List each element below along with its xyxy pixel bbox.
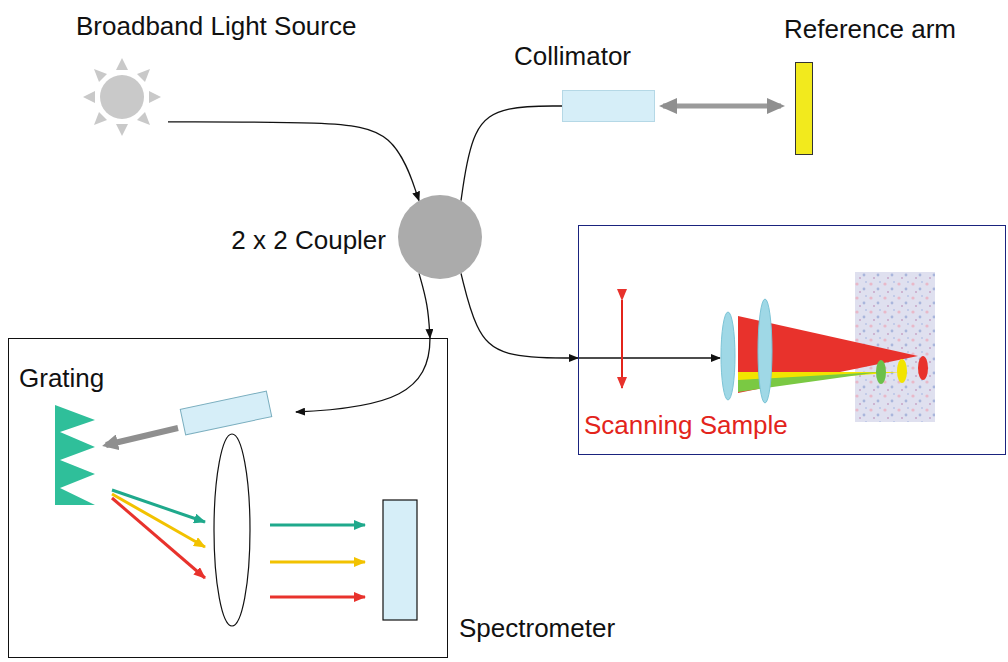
collimator: Collimator bbox=[562, 90, 655, 122]
drawing-part bbox=[83, 91, 95, 103]
optical-fiber bbox=[461, 106, 562, 201]
drawing-part bbox=[270, 596, 365, 599]
reference-path-arrow bbox=[663, 104, 781, 109]
node-label: Grating bbox=[19, 363, 104, 393]
light-source-icon bbox=[83, 58, 161, 136]
drawing-part bbox=[214, 434, 250, 626]
node-label: Collimator bbox=[514, 41, 631, 71]
spectrometer-box: SpectrometerGrating bbox=[8, 338, 448, 658]
drawing-part bbox=[897, 359, 907, 383]
drawing-part bbox=[758, 299, 772, 403]
node-label: Reference arm bbox=[784, 14, 956, 44]
drawing-part bbox=[116, 124, 128, 136]
drawing-part bbox=[876, 360, 886, 384]
optical-fiber bbox=[168, 122, 419, 201]
optical-fiber bbox=[419, 273, 430, 338]
drawing-part bbox=[116, 58, 128, 70]
drawing-part bbox=[578, 357, 720, 358]
drawing-part bbox=[106, 428, 178, 445]
node-label: Scanning Sample bbox=[584, 410, 788, 440]
node-label: Broadband Light Source bbox=[76, 11, 356, 41]
drawing-part bbox=[137, 69, 150, 82]
drawing-part bbox=[270, 524, 365, 527]
drawing-part bbox=[918, 356, 928, 380]
drawing-part bbox=[296, 338, 430, 412]
drawing-part bbox=[112, 490, 205, 522]
node-label: Spectrometer bbox=[459, 613, 615, 643]
sample-arm-box: Scanning Sample bbox=[578, 225, 1006, 455]
drawing-part bbox=[721, 312, 735, 400]
drawing-part bbox=[55, 405, 95, 505]
drawing-part bbox=[112, 498, 205, 578]
light-source: Broadband Light Source bbox=[80, 55, 168, 143]
coupler-circle: 2 x 2 Coupler bbox=[398, 195, 482, 279]
sample-optics bbox=[578, 272, 935, 422]
optical-fiber bbox=[461, 273, 578, 358]
drawing-part bbox=[100, 75, 144, 119]
spectrometer-optics bbox=[55, 338, 430, 626]
drawing-part bbox=[137, 112, 150, 125]
drawing-part bbox=[270, 561, 365, 564]
reference-mirror: Reference arm bbox=[795, 62, 813, 155]
grating-label-area: Grating bbox=[15, 361, 115, 401]
drawing-part bbox=[94, 112, 107, 125]
drawing-part bbox=[149, 91, 161, 103]
drawing-part bbox=[621, 300, 623, 388]
drawing-part bbox=[383, 500, 417, 620]
node-label: 2 x 2 Coupler bbox=[231, 225, 386, 255]
drawing-part bbox=[94, 69, 107, 82]
drawing-part bbox=[180, 391, 271, 435]
